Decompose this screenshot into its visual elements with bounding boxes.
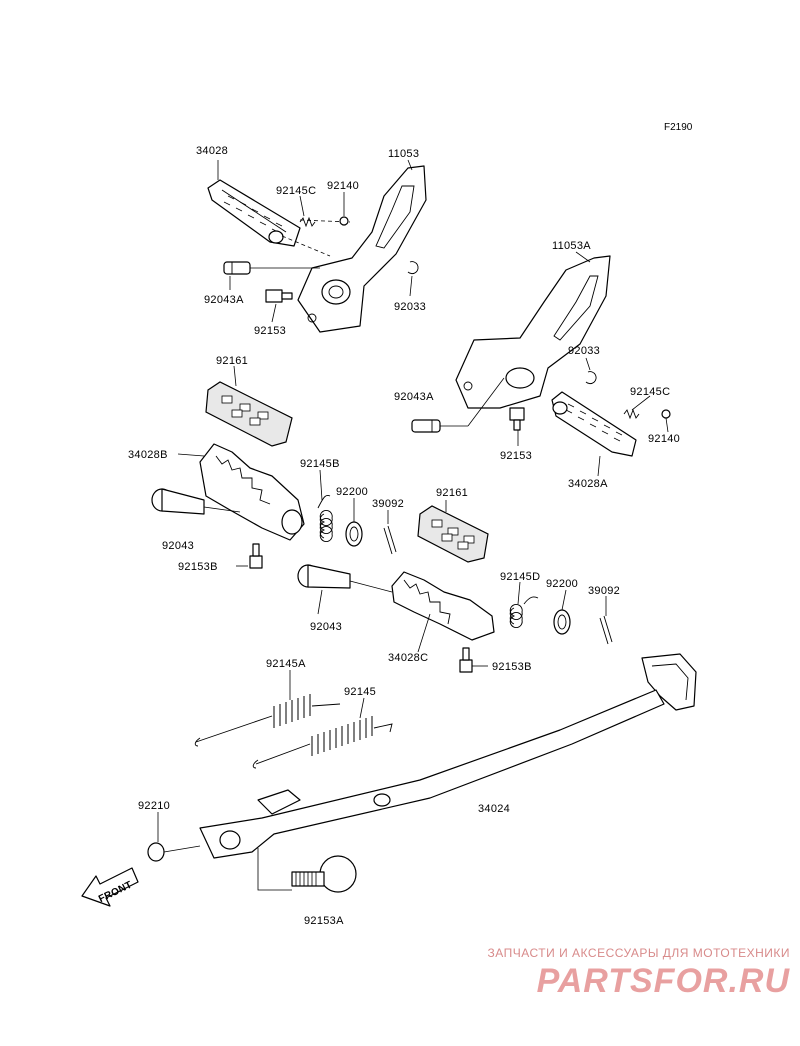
pin-92043A-top [223, 261, 251, 275]
label-11053A: 11053A [552, 240, 591, 252]
cotter-39092-right [599, 615, 613, 645]
label-34024: 34024 [478, 803, 510, 815]
bolt-92153-top [265, 289, 293, 303]
spring-92145C-right [623, 408, 640, 420]
spring-92145A [194, 694, 341, 747]
rubber-92161-left [205, 381, 293, 447]
leader-lines [157, 159, 669, 842]
label-34028: 34028 [196, 145, 228, 157]
watermark: ЗАПЧАСТИ И АКСЕССУАРЫ ДЛЯ МОТОТЕХНИКИ PA… [470, 946, 790, 1001]
watermark-tagline: ЗАПЧАСТИ И АКСЕССУАРЫ ДЛЯ МОТОТЕХНИКИ [487, 946, 790, 960]
spring-92145 [252, 716, 393, 769]
label-92043-mid: 92043 [310, 621, 342, 633]
clip-92033-top [407, 261, 419, 275]
washer-92200-left [345, 521, 363, 547]
clip-92033-right [585, 371, 597, 385]
spring-92145B [317, 494, 333, 542]
figure-code: F2190 [664, 122, 693, 133]
label-92033-top: 92033 [394, 301, 426, 313]
pin-92043-mid [297, 564, 351, 589]
label-92210: 92210 [138, 800, 170, 812]
label-92145A: 92145A [266, 658, 306, 670]
bolt-92153-right [509, 407, 525, 431]
pin-92140-top [339, 216, 349, 226]
label-34028A: 34028A [568, 478, 608, 490]
label-92200-right: 92200 [546, 578, 578, 590]
label-92153-right: 92153 [500, 450, 532, 462]
label-34028B: 34028B [128, 449, 168, 461]
label-39092-left: 39092 [372, 498, 404, 510]
label-39092-right: 39092 [588, 585, 620, 597]
label-92153B-mid: 92153B [492, 661, 532, 673]
bolt-92153B-left [249, 543, 263, 569]
sidestand-34024 [199, 653, 697, 859]
label-92153B-left: 92153B [178, 561, 218, 573]
footpeg-34028C [391, 571, 495, 641]
spring-92145D [509, 596, 539, 628]
label-92161-mid: 92161 [436, 487, 468, 499]
label-34028C: 34028C [388, 652, 428, 664]
pin-92043-left [151, 488, 205, 515]
footpeg-34028B [199, 443, 305, 541]
pin-92140-right [661, 409, 671, 419]
footpeg-34028A [551, 391, 637, 457]
label-92140-top: 92140 [327, 180, 359, 192]
label-92153-top: 92153 [254, 325, 286, 337]
label-92043A-right: 92043A [394, 391, 434, 403]
bracket-11053A [455, 255, 611, 409]
label-92153A: 92153A [304, 915, 344, 927]
label-92043-left: 92043 [162, 540, 194, 552]
washer-92200-right [553, 609, 571, 635]
label-92145C-top: 92145C [276, 185, 316, 197]
label-92033-right: 92033 [568, 345, 600, 357]
label-11053: 11053 [388, 148, 419, 160]
footpeg-34028 [207, 179, 301, 247]
bracket-11053 [297, 165, 427, 333]
nut-92210 [147, 842, 165, 862]
bolt-92153A [291, 855, 357, 893]
rubber-92161-mid [417, 505, 489, 563]
label-92145: 92145 [344, 686, 376, 698]
label-92161-left: 92161 [216, 355, 248, 367]
pin-92043A-right [411, 419, 441, 433]
label-92140-right: 92140 [648, 433, 680, 445]
bolt-92153B-mid [459, 647, 473, 673]
label-92200-left: 92200 [336, 486, 368, 498]
label-92145D: 92145D [500, 571, 540, 583]
label-92043A-top: 92043A [204, 294, 244, 306]
label-92145B: 92145B [300, 458, 340, 470]
front-arrow-icon: FRONT [81, 867, 139, 907]
watermark-logo: PARTSFOR.RU [536, 962, 790, 1000]
spring-92145C-top [299, 216, 316, 228]
label-92145C-right: 92145C [630, 386, 670, 398]
cotter-39092-left [383, 525, 397, 555]
